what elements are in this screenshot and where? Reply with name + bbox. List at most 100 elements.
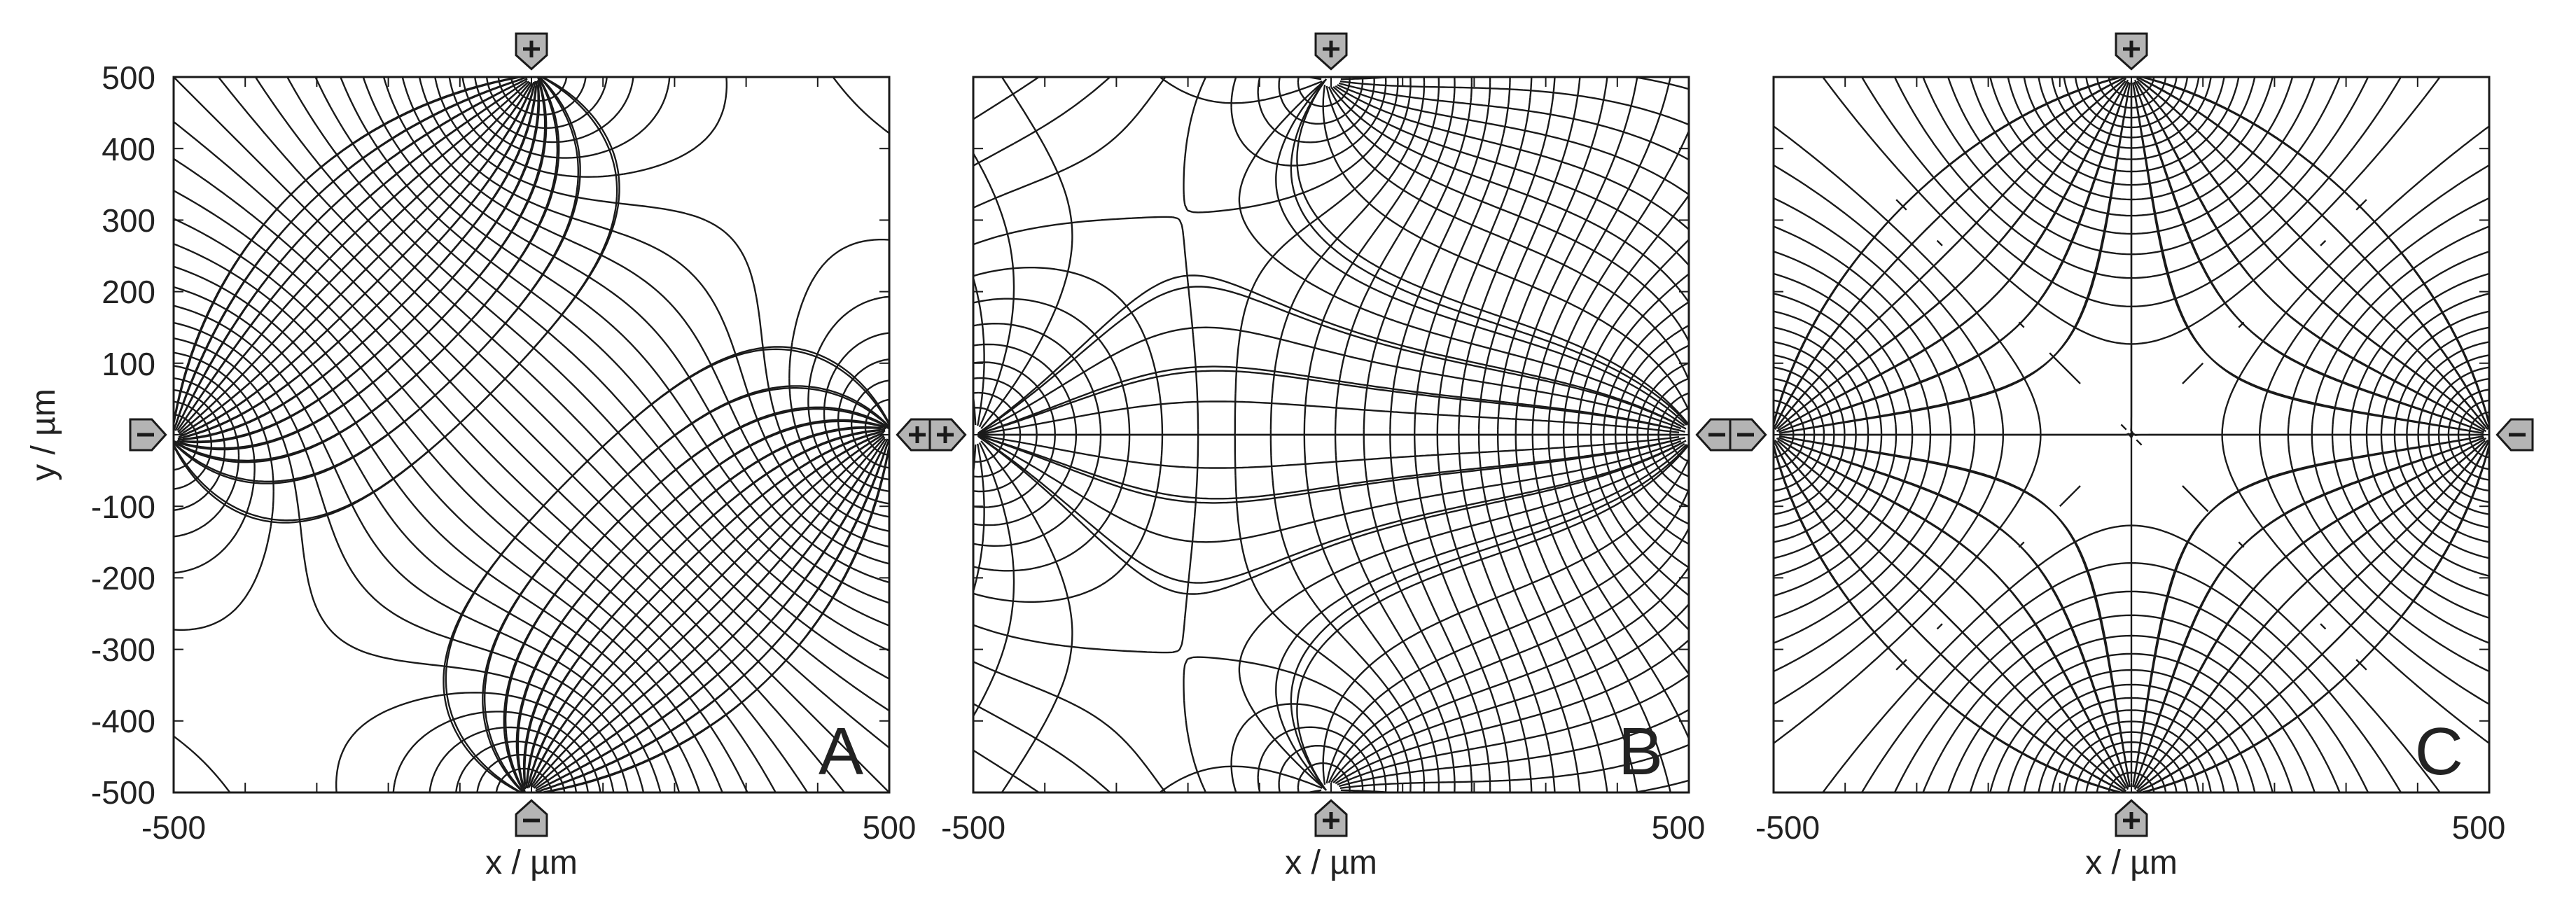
- equipotential-line: [973, 77, 1399, 792]
- field-line: [982, 438, 1687, 584]
- field-line: [1275, 78, 1687, 426]
- field-line: [1296, 444, 1689, 791]
- field-line: [1338, 82, 1689, 161]
- field-line: [2140, 78, 2489, 431]
- field-line: [1779, 80, 2126, 428]
- panel-b: -500 500 x / µm B: [928, 32, 1734, 881]
- equipotential-line: [1774, 125, 2489, 744]
- field-line: [1332, 603, 1689, 783]
- field-line: [174, 78, 522, 431]
- equipotential-line: [1947, 77, 2316, 792]
- y-tick-label: 300: [102, 202, 155, 239]
- field-line: [979, 435, 1680, 504]
- field-line: [977, 274, 1683, 434]
- equipotential-line: [2074, 77, 2189, 792]
- field-line: [1783, 82, 2131, 433]
- equipotential-line: [461, 77, 889, 505]
- x-axis-title-panel-a: x / µm: [485, 844, 578, 881]
- field-line: [2140, 77, 2489, 428]
- field-line: [1238, 442, 1685, 790]
- field-line: [2135, 436, 2485, 784]
- field-line: [1290, 83, 1689, 427]
- equipotential-line: [1774, 411, 2489, 459]
- field-line: [1341, 77, 1346, 78]
- field-line: [1776, 83, 2124, 430]
- field-line: [2131, 82, 2480, 433]
- field-line: [1774, 439, 2123, 789]
- equipotential-line: [1774, 310, 2489, 559]
- field-line: [484, 385, 889, 791]
- field-line: [1776, 84, 2126, 433]
- equipotential-line: [1614, 324, 1689, 545]
- field-line: [541, 439, 889, 791]
- field-line: [1774, 77, 2122, 428]
- field-line: [973, 444, 977, 480]
- field-line: [1775, 77, 2127, 426]
- equipotential-line: [1363, 77, 1473, 792]
- field-line: [2136, 77, 2488, 426]
- field-line: [1328, 86, 1689, 344]
- field-line: [973, 390, 977, 426]
- field-line: [1158, 765, 1323, 792]
- equipotential-line: [1893, 77, 2369, 792]
- equipotential-line: [174, 365, 601, 792]
- y-axis: 500 400 300 200 100 0 -100 -200 -300 -40…: [25, 60, 155, 811]
- panel-letter-c: C: [2415, 714, 2463, 789]
- x-tick-label-max-panel-c: 500: [2452, 809, 2506, 846]
- y-axis-title: y / µm: [25, 389, 62, 481]
- equipotential-line: [1458, 77, 1556, 792]
- field-line: [1337, 84, 1689, 196]
- equipotential-line: [174, 158, 809, 792]
- field-line: [540, 438, 889, 789]
- equipotential-line: [485, 77, 889, 481]
- field-line: [1778, 85, 2128, 433]
- y-tick-label: 400: [102, 131, 155, 167]
- field-line: [2140, 439, 2488, 789]
- field-line: [1335, 85, 1689, 231]
- equipotential-line: [1774, 354, 2489, 515]
- equipotential-line: [174, 120, 846, 792]
- field-line: [977, 435, 1683, 595]
- field-line: [1332, 86, 1689, 267]
- field-line: [1341, 791, 1346, 792]
- field-line: [1775, 444, 2127, 792]
- field-line: [533, 433, 884, 783]
- equipotential-line: [1774, 293, 2489, 577]
- field-line: [973, 443, 985, 595]
- field-line: [1778, 86, 2130, 435]
- panel-letter-a: A: [819, 714, 863, 789]
- field-line: [979, 365, 1680, 435]
- equipotential-line: [2051, 77, 2212, 792]
- y-tick-label: 500: [102, 60, 155, 96]
- field-line: [174, 77, 618, 524]
- field-line: [2138, 83, 2486, 430]
- equipotential-line: [1436, 77, 1533, 792]
- x-tick-label-max-panel-a: 500: [863, 809, 917, 846]
- equipotential-line: [382, 77, 889, 584]
- field-line: [528, 430, 886, 783]
- equipotential-line: [174, 218, 749, 792]
- equipotential-line: [174, 321, 645, 792]
- equipotential-line: [2096, 77, 2167, 792]
- equipotential-line: [1590, 273, 1689, 596]
- equipotential-line: [1989, 77, 2274, 792]
- field-lines-panel-c: [1774, 77, 2489, 792]
- equipotential-line: [1669, 407, 1689, 463]
- equipotential-line: [174, 243, 723, 792]
- x-tick-label-min-panel-b: -500: [941, 809, 1005, 846]
- tick-marks-panel-a: [174, 77, 889, 792]
- field-line: [181, 80, 541, 442]
- field-line: [973, 421, 975, 425]
- field-line: [2140, 439, 2489, 791]
- equipotential-line: [2038, 77, 2225, 792]
- equipotential-line: [1625, 344, 1689, 525]
- field-line: [177, 86, 535, 440]
- equipotential-line: [1774, 164, 2489, 706]
- field-line: [1319, 77, 1321, 78]
- field-line: [1319, 791, 1321, 792]
- negative-electrode-icon: [515, 799, 548, 837]
- field-line: [1158, 77, 1323, 104]
- field-line: [1774, 81, 2123, 431]
- y-tick-label: -300: [91, 631, 155, 668]
- equipotential-line: [973, 407, 1005, 463]
